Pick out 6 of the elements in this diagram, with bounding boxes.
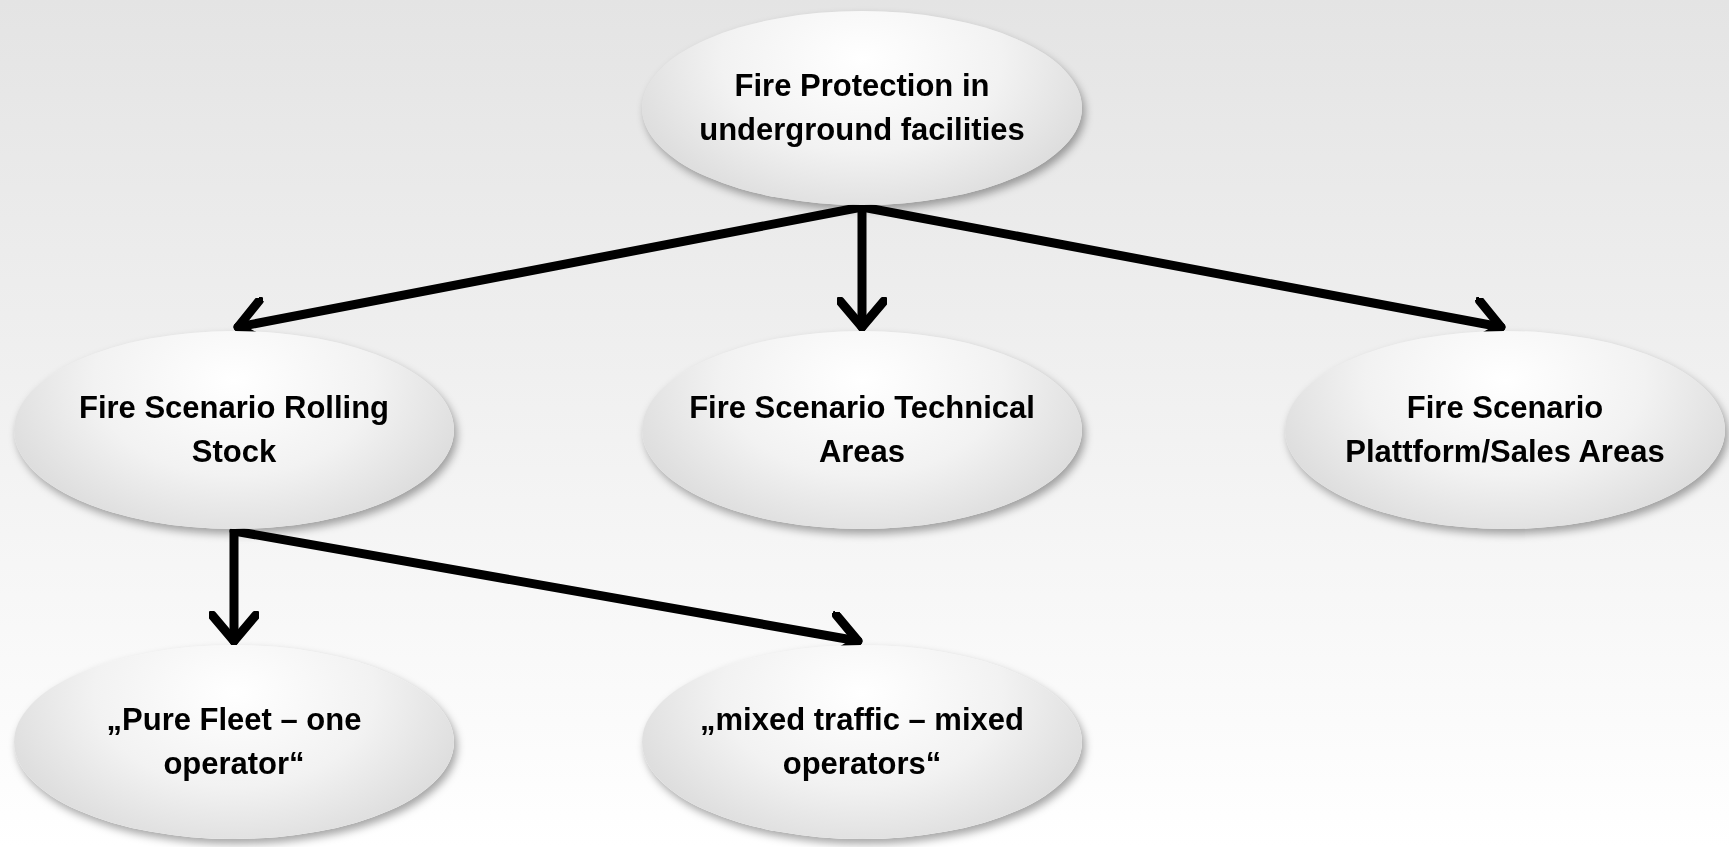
node-label: Fire Scenario Rolling Stock bbox=[77, 389, 391, 471]
node-label: „mixed traffic – mixed operators“ bbox=[699, 701, 1025, 783]
node-label: Fire Scenario Technical Areas bbox=[688, 389, 1036, 471]
node-label: Fire Scenario Plattform/Sales Areas bbox=[1344, 389, 1666, 471]
node-label: „Pure Fleet – one operator“ bbox=[105, 701, 363, 783]
node-label: Fire Protection in underground facilities bbox=[698, 67, 1026, 149]
